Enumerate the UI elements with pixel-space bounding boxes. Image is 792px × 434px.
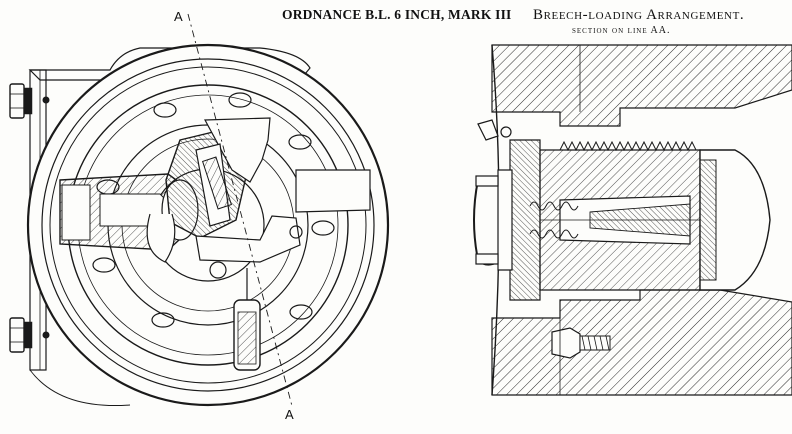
lower-body [491, 289, 792, 396]
page-title: ORDNANCE B.L. 6 INCH, MARK III [282, 7, 512, 22]
breech-front-view [9, 13, 390, 407]
breech-mechanism [146, 117, 371, 279]
section-marker-top: A [174, 9, 183, 24]
section-caption: section on line AA. [572, 25, 671, 36]
section-marker-bottom: A [285, 407, 294, 422]
vent-slide [233, 268, 261, 371]
breech-section-view [473, 44, 792, 396]
chamber [699, 149, 771, 291]
hinge-bolt-bottom [9, 317, 50, 353]
obturator-pad [699, 159, 717, 281]
locking-handle [473, 119, 512, 266]
bolt-holes [92, 92, 335, 328]
lower-bolt [551, 327, 611, 359]
figure-subtitle: Breech-loading Arrangement. [533, 7, 745, 23]
upper-body [491, 44, 792, 127]
hinge-bolt-top [9, 83, 50, 119]
